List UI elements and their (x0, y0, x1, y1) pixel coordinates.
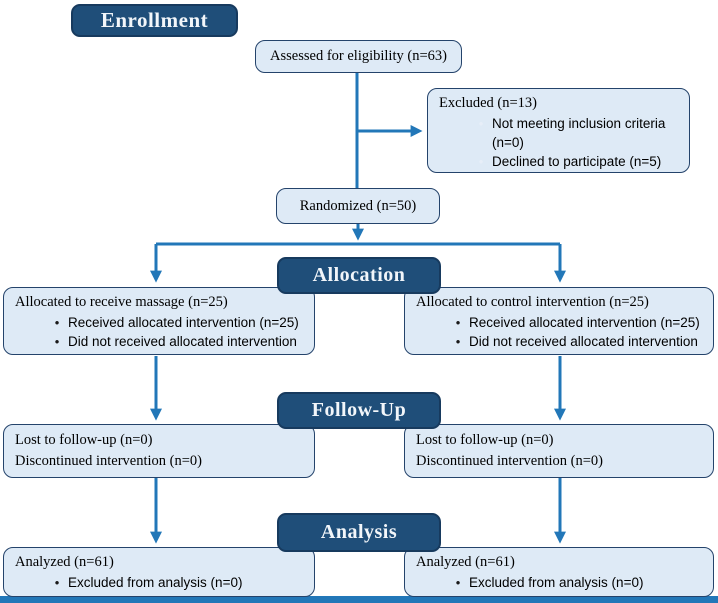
analysis-right-bullet-1: Excluded from analysis (n=0) (469, 575, 644, 590)
followup-left-line-2: Discontinued intervention (n=0) (15, 453, 202, 469)
bullet-icon: • (455, 575, 461, 590)
analysis-right-box: Analyzed (n=61) • Excluded from analysis… (404, 547, 714, 597)
banner-followup: Follow-Up (277, 392, 441, 429)
analysis-left-title: Analyzed (n=61) (15, 554, 114, 570)
bullet-icon: • (455, 315, 461, 330)
list-item: • Received allocated intervention (n=25) (447, 313, 713, 332)
list-item: • Did not received allocated interventio… (46, 332, 314, 351)
list-item: • Excluded from analysis (n=0) (447, 573, 713, 592)
allocation-right-bullet-1: Received allocated intervention (n=25) (469, 315, 700, 330)
followup-right-line-1: Lost to follow-up (n=0) (416, 432, 554, 448)
followup-left-box: Lost to follow-up (n=0) Discontinued int… (3, 424, 315, 478)
analysis-left-bullet-1: Excluded from analysis (n=0) (68, 575, 243, 590)
bullet-icon: • (54, 575, 60, 590)
bottom-accent-bar (0, 596, 718, 603)
list-item: • Did not received allocated interventio… (447, 332, 713, 351)
banner-enrollment: Enrollment (71, 4, 238, 37)
randomized-box: Randomized (n=50) (276, 188, 440, 224)
bullet-icon: • (54, 315, 60, 330)
followup-right-line-2: Discontinued intervention (n=0) (416, 453, 603, 469)
bullet-icon: • (455, 334, 461, 349)
followup-left-line-1: Lost to follow-up (n=0) (15, 432, 153, 448)
list-item: • Not meeting inclusion criteria (n=0) (470, 114, 689, 152)
allocation-right-box: Allocated to control intervention (n=25)… (404, 287, 714, 355)
excluded-bullet-2: Declined to participate (n=5) (492, 154, 662, 169)
excluded-box: Excluded (n=13) • Not meeting inclusion … (427, 88, 690, 173)
bullet-icon: • (54, 334, 60, 349)
allocation-left-title: Allocated to receive massage (n=25) (15, 294, 228, 310)
excluded-title: Excluded (n=13) (439, 95, 537, 111)
analysis-left-box: Analyzed (n=61) • Excluded from analysis… (3, 547, 315, 597)
list-item: • Received allocated intervention (n=25) (46, 313, 314, 332)
allocation-left-bullet-1: Received allocated intervention (n=25) (68, 315, 299, 330)
assessed-box: Assessed for eligibility (n=63) (255, 40, 462, 73)
banner-allocation: Allocation (277, 257, 441, 294)
followup-right-box: Lost to follow-up (n=0) Discontinued int… (404, 424, 714, 478)
banner-analysis: Analysis (277, 513, 441, 552)
bullet-icon: • (478, 154, 484, 169)
allocation-left-bullet-2: Did not received allocated intervention (68, 334, 297, 349)
bullet-icon: • (478, 116, 484, 131)
analysis-right-title: Analyzed (n=61) (416, 554, 515, 570)
allocation-right-bullet-2: Did not received allocated intervention (469, 334, 698, 349)
randomized-label: Randomized (n=50) (299, 197, 417, 214)
allocation-left-box: Allocated to receive massage (n=25) • Re… (3, 287, 315, 355)
assessed-label: Assessed for eligibility (n=63) (270, 48, 447, 64)
list-item: • Declined to participate (n=5) (470, 152, 689, 171)
list-item: • Excluded from analysis (n=0) (46, 573, 314, 592)
excluded-bullet-1: Not meeting inclusion criteria (n=0) (492, 116, 666, 150)
allocation-right-title: Allocated to control intervention (n=25) (416, 294, 649, 310)
